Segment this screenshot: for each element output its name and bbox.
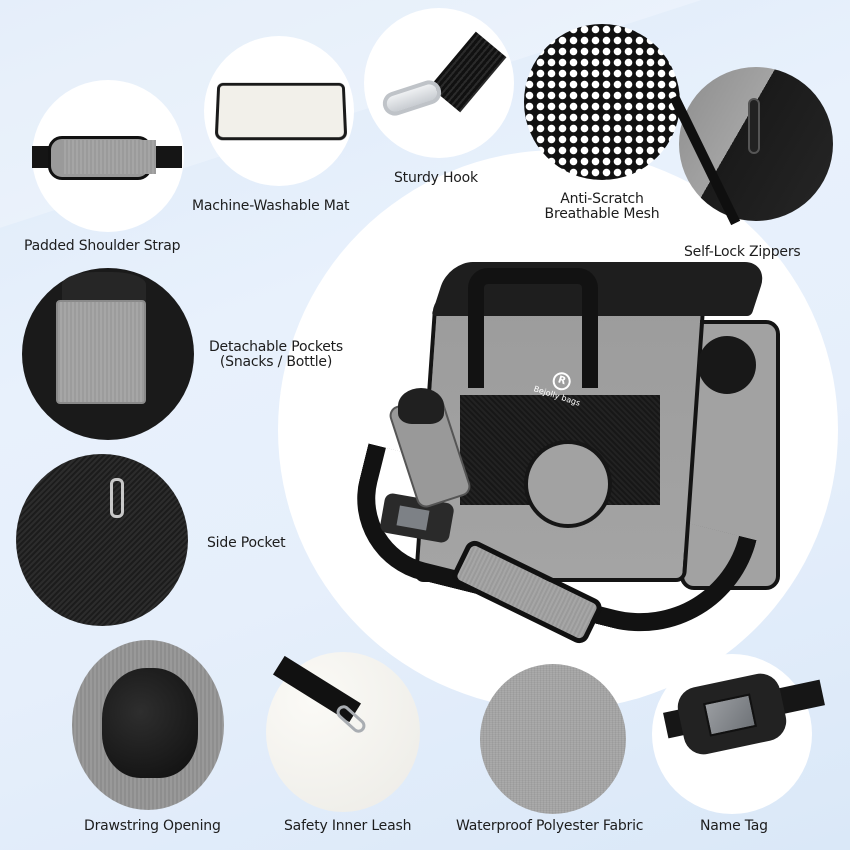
side-pocket-hook bbox=[110, 478, 124, 518]
carrier-drawstring-port bbox=[698, 336, 756, 394]
pocket-drawstring-top bbox=[62, 272, 146, 304]
feature-image-fabric bbox=[480, 664, 626, 814]
feature-image-side-pocket bbox=[16, 454, 188, 626]
pocket-body bbox=[56, 300, 146, 404]
feature-label-mesh: Anti-Scratch Breathable Mesh bbox=[540, 192, 664, 222]
feature-label-pockets: Detachable Pockets (Snacks / Bottle) bbox=[206, 340, 346, 370]
feature-label-zippers: Self-Lock Zippers bbox=[684, 244, 801, 260]
drawstring-bag bbox=[102, 668, 198, 778]
feature-label-mat: Machine-Washable Mat bbox=[192, 198, 350, 214]
feature-label-leash: Safety Inner Leash bbox=[284, 818, 412, 834]
feature-label-side-pocket: Side Pocket bbox=[207, 535, 286, 551]
feature-label-name-tag: Name Tag bbox=[700, 818, 768, 834]
feature-label-shoulder-strap: Padded Shoulder Strap bbox=[24, 238, 181, 254]
zipper-lock bbox=[748, 98, 760, 154]
feature-label-pockets-line2: (Snacks / Bottle) bbox=[219, 354, 333, 370]
carrier-handle bbox=[468, 268, 598, 388]
carrier-bottle-pocket-top bbox=[398, 388, 444, 424]
carrier-collapsible-bowl bbox=[524, 440, 612, 528]
feature-label-mesh-line2: Breathable Mesh bbox=[544, 206, 660, 222]
feature-label-fabric: Waterproof Polyester Fabric bbox=[456, 818, 644, 834]
feature-image-mesh bbox=[524, 24, 680, 180]
washable-mat bbox=[214, 82, 348, 141]
feature-label-mesh-line1: Anti-Scratch bbox=[560, 191, 644, 207]
strap-fabric bbox=[64, 140, 156, 174]
feature-label-drawstring: Drawstring Opening bbox=[84, 818, 221, 834]
feature-label-pockets-line1: Detachable Pockets bbox=[208, 339, 344, 355]
feature-label-hook: Sturdy Hook bbox=[394, 170, 478, 186]
